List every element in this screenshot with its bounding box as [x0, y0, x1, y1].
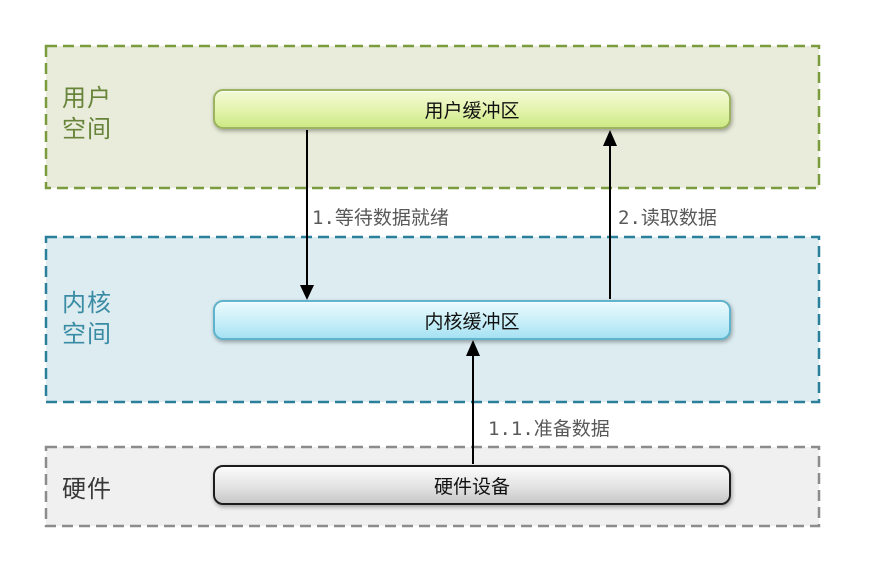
- user-buffer-node: 用户缓冲区: [213, 89, 731, 129]
- arrow-label-wait-for-data: 1.等待数据就绪: [312, 207, 449, 229]
- kernel-space-label-line2: 空间: [62, 320, 112, 348]
- user-space-label-line2: 空间: [62, 115, 112, 143]
- hardware-label-line1: 硬件: [62, 475, 112, 503]
- hardware-device-node: 硬件设备: [213, 465, 731, 505]
- user-space-label: 用户 空间: [62, 83, 112, 145]
- hardware-label: 硬件: [62, 474, 112, 505]
- arrow-label-read-data: 2.读取数据: [618, 207, 717, 229]
- kernel-space-label-line1: 内核: [62, 289, 112, 317]
- arrow-label-prepare-data: 1.1.准备数据: [488, 418, 610, 440]
- kernel-buffer-node: 内核缓冲区: [213, 300, 731, 340]
- user-space-label-line1: 用户: [62, 84, 112, 112]
- kernel-space-label: 内核 空间: [62, 288, 112, 350]
